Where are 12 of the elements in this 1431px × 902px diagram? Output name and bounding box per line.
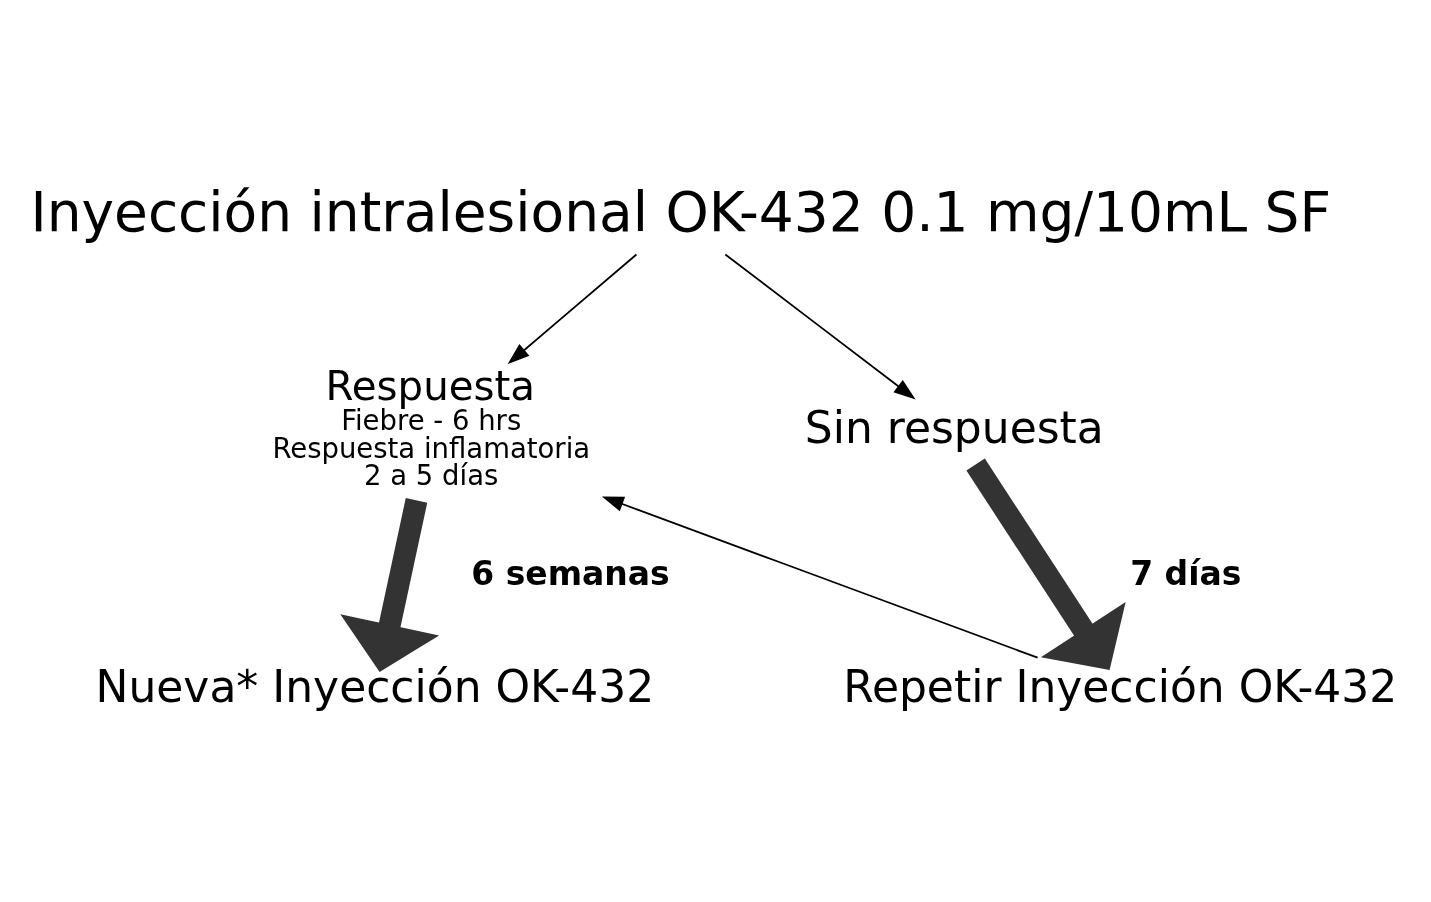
arrow (724, 253, 916, 399)
arrow (601, 495, 1039, 659)
node-text: Nueva* Inyección OK-432 (95, 660, 655, 712)
arrow (340, 497, 440, 672)
arrow (966, 458, 1126, 670)
edge-label: 7 días (1130, 553, 1242, 593)
node-text: Respuesta Fiebre - 6 hrs Respuesta inflamatoria 2 a 5 días (272, 362, 591, 491)
node-text: Repetir Inyección OK-432 (843, 660, 1398, 712)
node-text: Sin respuesta (804, 401, 1104, 453)
arrow (507, 253, 638, 364)
edge-label: 6 semanas (471, 553, 670, 593)
node-text: Inyección intralesional OK-432 0.1 mg/10mL SF (30, 179, 1332, 244)
